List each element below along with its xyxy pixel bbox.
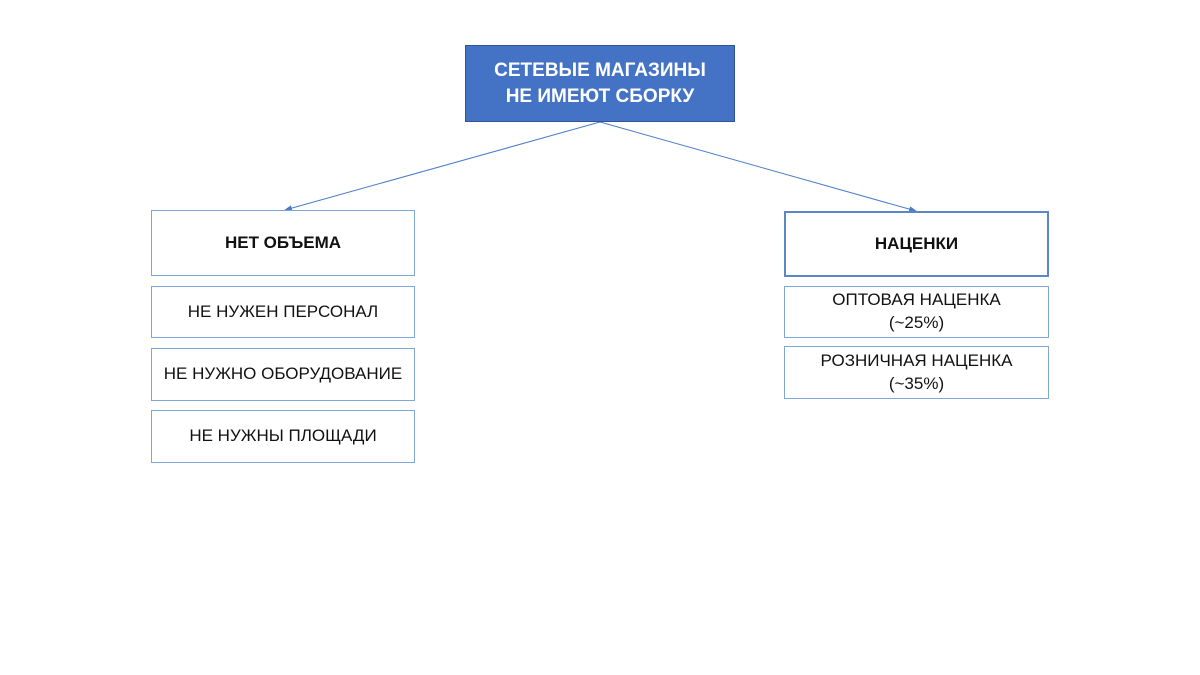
right-branch-item-label: РОЗНИЧНАЯ НАЦЕНКА (~35%) [820,350,1013,393]
left-branch-item: НЕ НУЖНЫ ПЛОЩАДИ [151,410,415,463]
left-branch-item-label: НЕ НУЖЕН ПЕРСОНАЛ [187,301,379,321]
left-branch-item-label: НЕ НУЖНЫ ПЛОЩАДИ [189,426,377,446]
right-branch-header: НАЦЕНКИ [784,211,1049,277]
right-branch-item: РОЗНИЧНАЯ НАЦЕНКА (~35%) [784,346,1049,399]
root-node-label: СЕТЕВЫЕ МАГАЗИНЫ НЕ ИМЕЮТ СБОРКУ [494,59,706,107]
connector-root-to-right [599,121,917,212]
right-branch-item-label: ОПТОВАЯ НАЦЕНКА (~25%) [832,290,1001,332]
right-branch-header-label: НАЦЕНКИ [874,233,959,253]
left-branch-item: НЕ НУЖЕН ПЕРСОНАЛ [151,286,415,338]
left-branch-header: НЕТ ОБЪЕМА [151,210,415,276]
left-branch-header-label: НЕТ ОБЪЕМА [224,232,342,252]
left-branch-item: НЕ НУЖНО ОБОРУДОВАНИЕ [151,348,415,401]
left-branch-item-label: НЕ НУЖНО ОБОРУДОВАНИЕ [163,364,403,384]
connector-root-to-left [284,121,601,212]
right-branch-item: ОПТОВАЯ НАЦЕНКА (~25%) [784,286,1049,338]
root-node: СЕТЕВЫЕ МАГАЗИНЫ НЕ ИМЕЮТ СБОРКУ [465,45,735,122]
